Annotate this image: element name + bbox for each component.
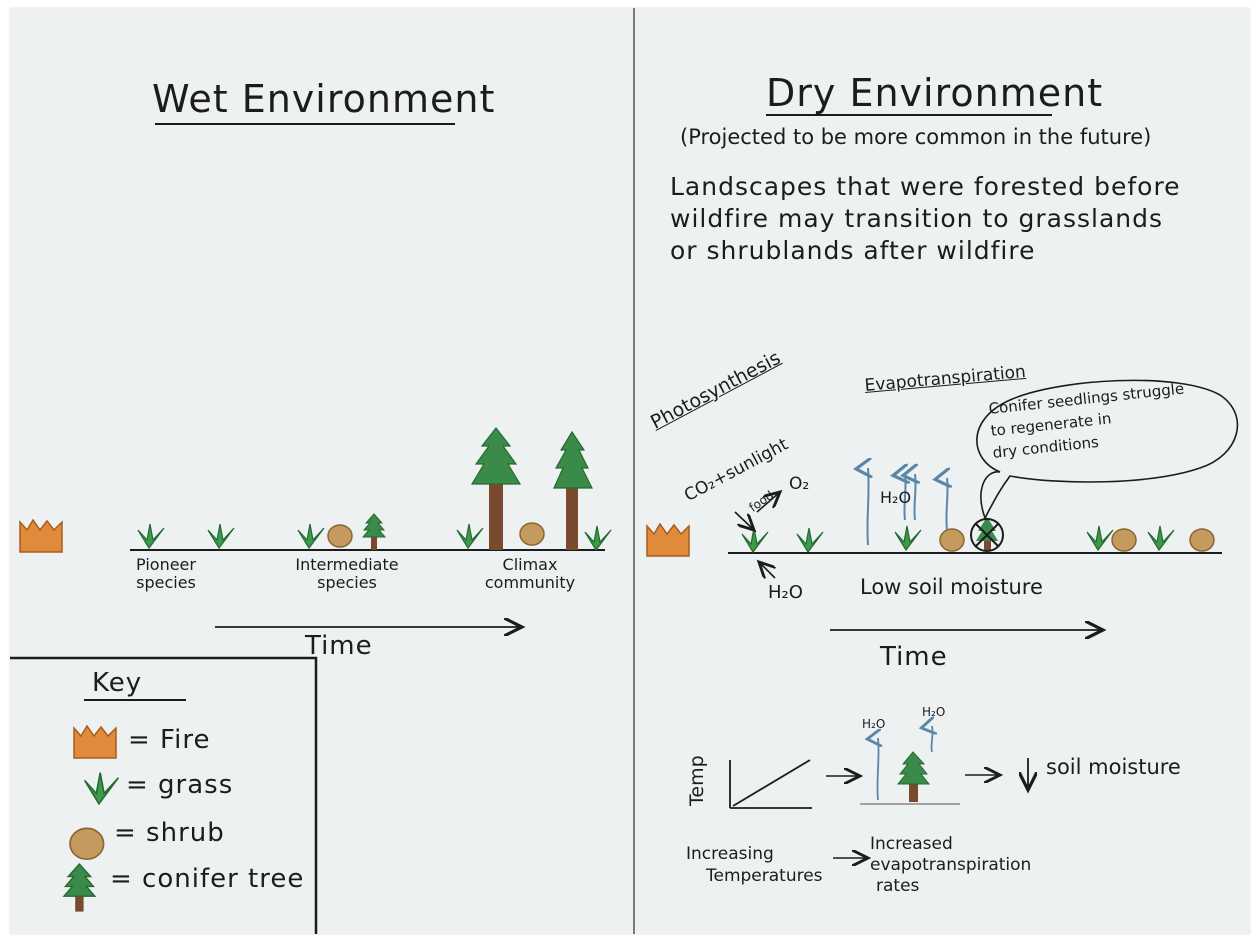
vapor-arrow-icon xyxy=(877,738,878,801)
grass-icon xyxy=(894,525,922,551)
shrub-icon xyxy=(939,528,965,552)
grass-icon xyxy=(207,523,235,549)
soil-moisture-label: soil moisture xyxy=(1046,755,1181,779)
stage-label-climax: Climax community xyxy=(484,555,576,592)
arrow-icon xyxy=(756,492,780,513)
line-chart-icon xyxy=(729,759,812,809)
grass-icon xyxy=(1147,525,1175,551)
h2o-small-label-1: H₂O xyxy=(862,717,886,731)
key-title: Key xyxy=(92,668,143,698)
dry-time-label: Time xyxy=(880,642,948,672)
increased-rates-line-1: Increased xyxy=(870,834,953,854)
key-grass-label: = grass xyxy=(126,770,234,800)
stage-label-intermediate: Intermediate species xyxy=(295,555,399,592)
dry-subtitle: (Projected to be more common in the futu… xyxy=(680,125,1152,149)
wet-time-label: Time xyxy=(305,631,373,661)
dry-title: Dry Environment xyxy=(766,71,1104,115)
paper-sheet xyxy=(10,8,1250,934)
increased-rates-line-2: evapotranspiration xyxy=(870,855,1032,875)
o2-label: O₂ xyxy=(789,474,810,494)
shrub-icon xyxy=(69,827,105,861)
grass-icon xyxy=(83,772,120,806)
h2o-input-label: H₂O xyxy=(768,582,803,603)
grass-icon xyxy=(1086,525,1114,551)
wet-title: Wet Environment xyxy=(152,77,496,121)
grass-icon xyxy=(796,527,824,553)
dry-description-line-2: wildfire may transition to grasslands xyxy=(670,204,1164,233)
increasing-temperatures-line-1: Increasing xyxy=(686,844,774,864)
key-shrub-label: = shrub xyxy=(114,818,225,848)
increased-rates-line-3: rates xyxy=(876,876,920,896)
h2o-vapor-label: H₂O xyxy=(880,488,912,507)
vapor-arrow-icon xyxy=(867,468,868,546)
vapor-arrow-icon xyxy=(931,726,932,753)
speech-bubble xyxy=(976,379,1239,520)
grass-icon xyxy=(584,525,612,551)
fire-icon xyxy=(73,725,117,759)
stage-label-pioneer: Pioneer species xyxy=(136,555,196,592)
key-box-border xyxy=(10,656,318,934)
key-tree-label: = conifer tree xyxy=(110,864,305,894)
conifer-tree-icon xyxy=(62,862,97,912)
fire-icon xyxy=(646,523,690,557)
fire-icon xyxy=(19,519,63,553)
shrub-icon xyxy=(327,524,353,548)
grass-icon xyxy=(137,523,165,549)
grass-icon xyxy=(456,523,484,549)
arrow-icon xyxy=(759,562,775,578)
grass-icon xyxy=(741,527,769,553)
crossed-circle-icon xyxy=(970,517,1004,552)
dry-description-line-3: or shrublands after wildfire xyxy=(670,236,1036,265)
conifer-tree-icon xyxy=(361,513,387,550)
arrow-icon xyxy=(734,511,754,530)
low-soil-moisture-label: Low soil moisture xyxy=(860,575,1043,599)
conifer-tree-icon xyxy=(470,427,522,550)
shrub-icon xyxy=(519,522,545,546)
key-fire-label: = Fire xyxy=(128,725,211,755)
shrub-icon xyxy=(1189,528,1215,552)
conifer-tree-icon xyxy=(896,751,931,802)
dry-description-line-1: Landscapes that were forested before xyxy=(670,172,1181,201)
h2o-small-label-2: H₂O xyxy=(922,705,946,719)
increasing-temperatures-line-2: Temperatures xyxy=(706,866,823,886)
shrub-icon xyxy=(1111,528,1137,552)
grass-icon xyxy=(297,523,325,549)
vapor-arrow-icon xyxy=(946,478,947,531)
chart-y-axis-label: Temp xyxy=(686,755,708,806)
conifer-tree-icon xyxy=(553,430,593,550)
vapor-arrow-icon xyxy=(914,474,915,521)
